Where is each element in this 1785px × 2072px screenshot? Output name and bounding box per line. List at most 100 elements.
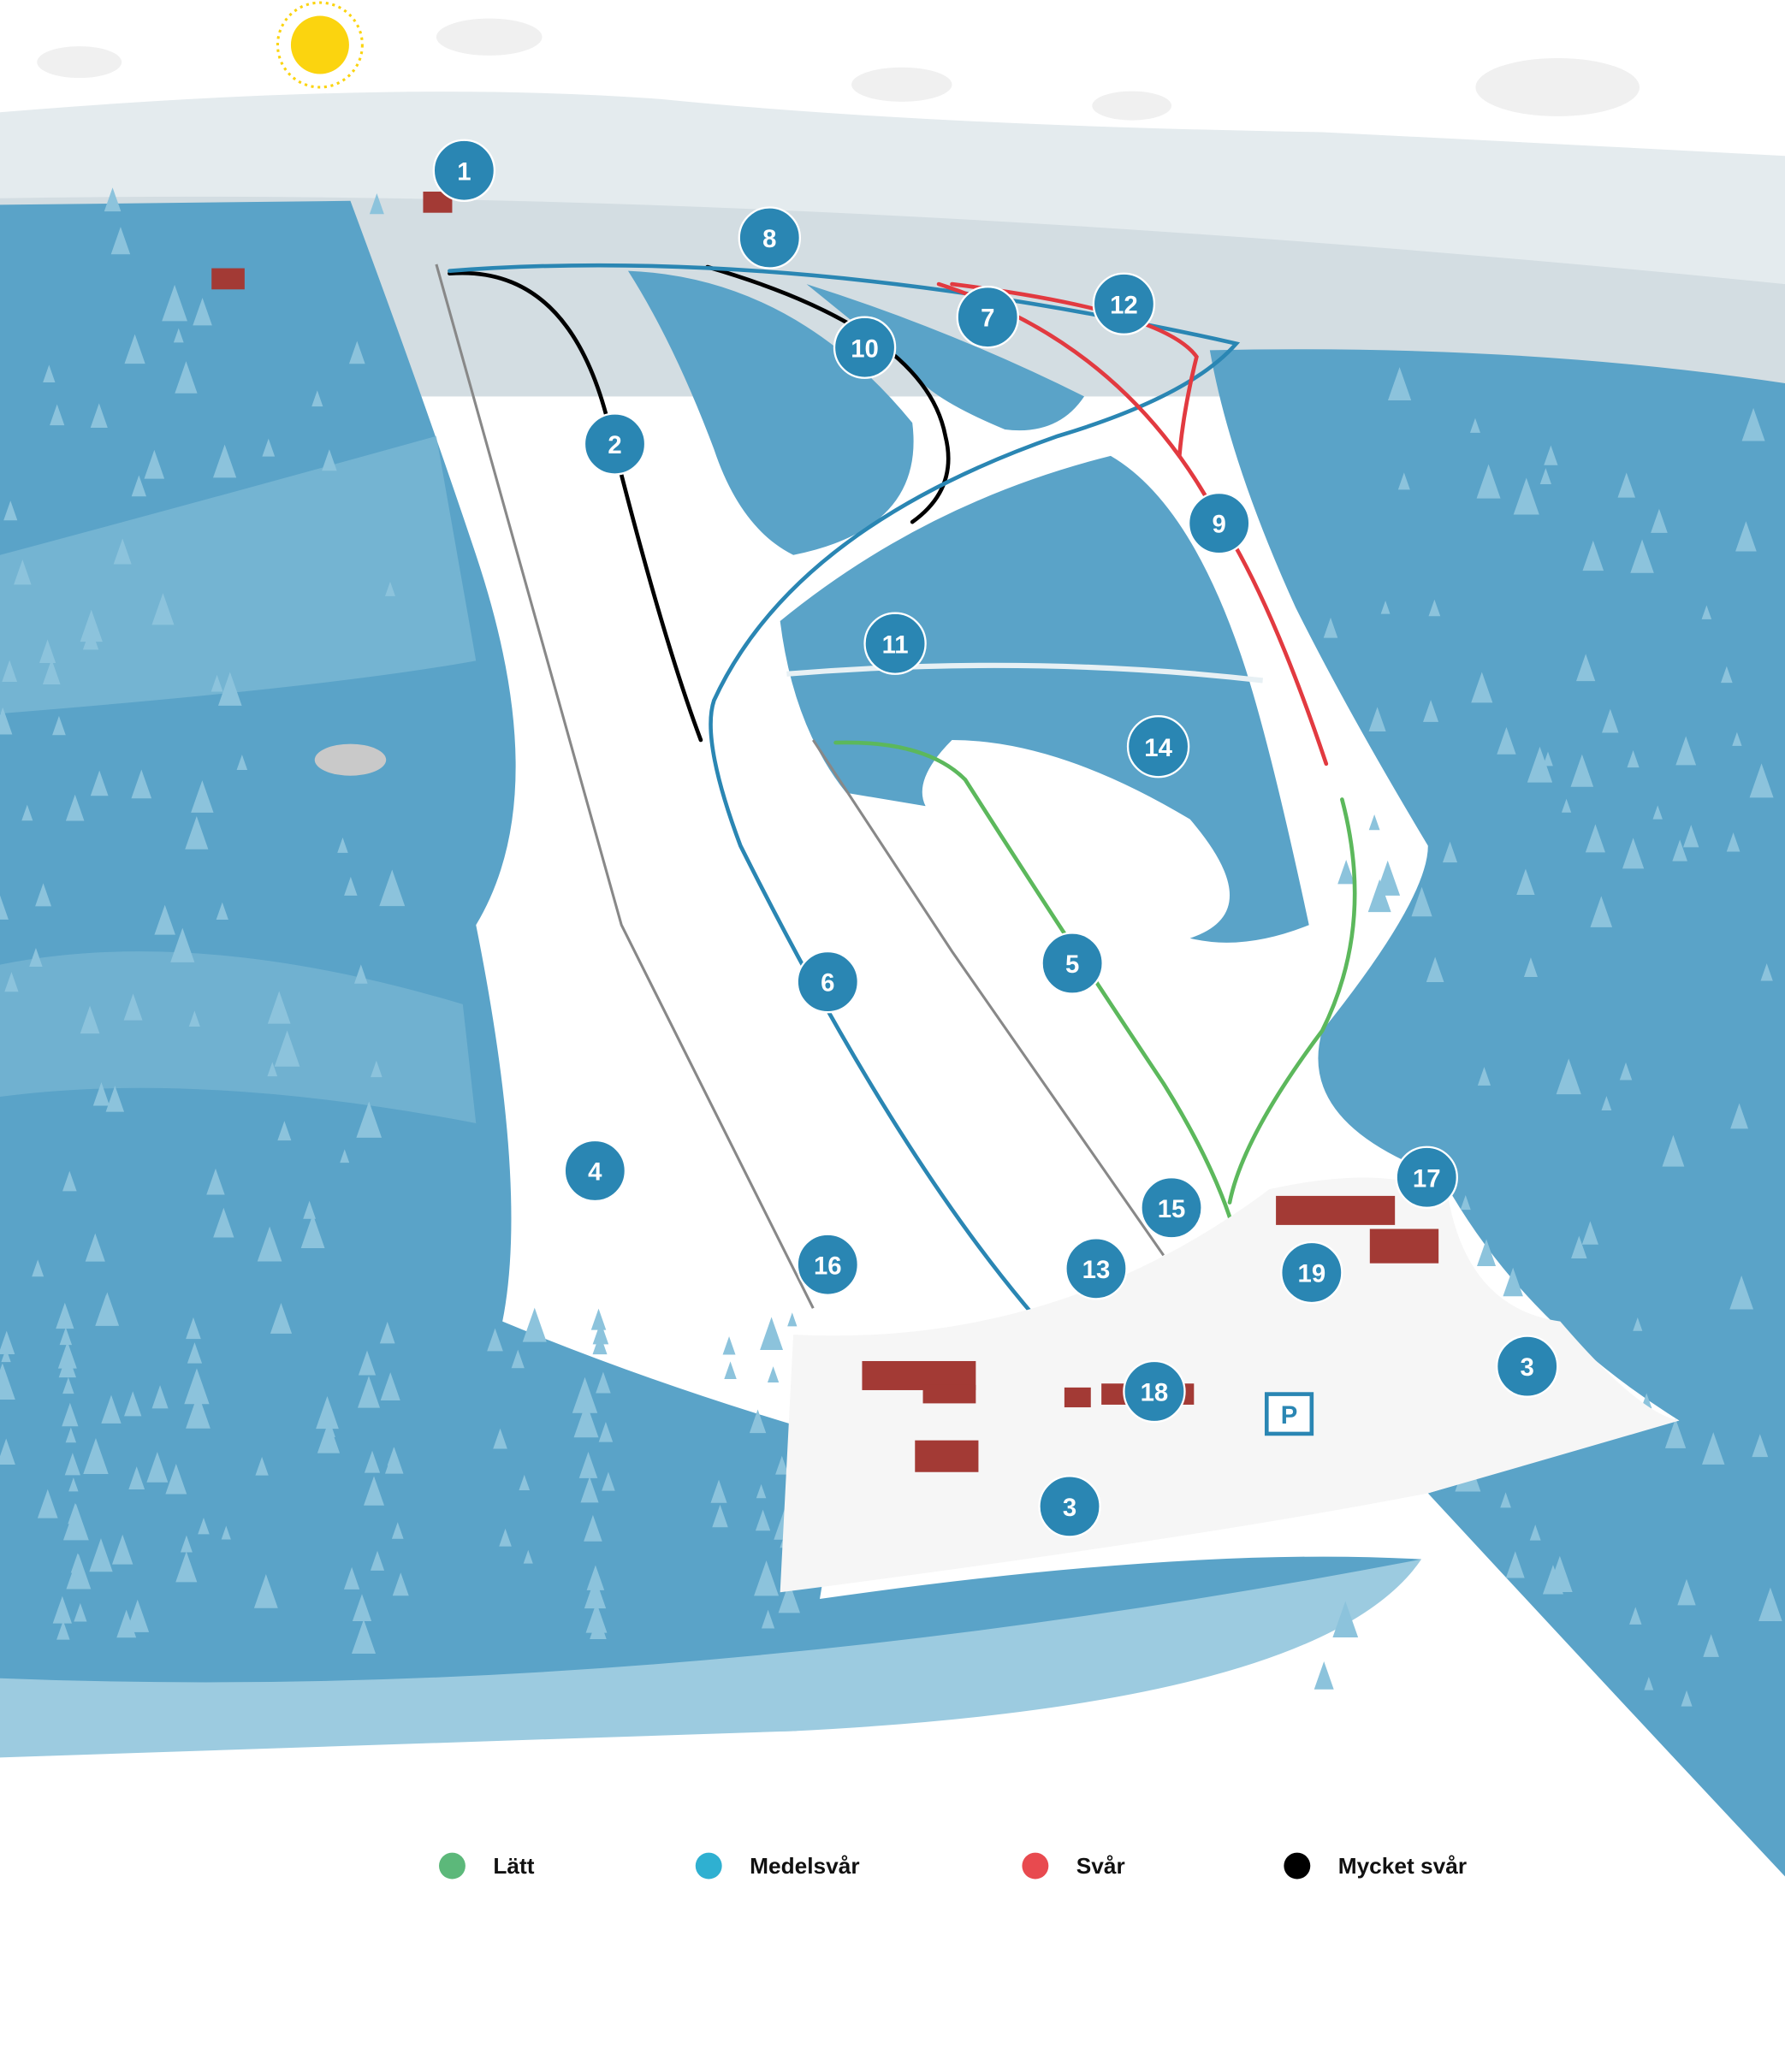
legend-label: Medelsvår: [750, 1853, 859, 1879]
forest-right: [1209, 349, 1785, 1877]
tree-icon: [50, 404, 65, 426]
tree-icon: [344, 876, 358, 896]
trail-marker-10[interactable]: 10: [833, 316, 897, 379]
trail-marker-19[interactable]: 19: [1280, 1240, 1343, 1305]
tree-icon: [1469, 417, 1480, 433]
legend-swatch: [1284, 1852, 1311, 1880]
tree-icon: [1477, 1067, 1491, 1086]
tree-icon: [1380, 601, 1391, 614]
tree-icon: [710, 1479, 727, 1503]
tree-icon: [110, 227, 131, 255]
tree-icon: [1582, 540, 1604, 571]
tree-icon: [353, 964, 368, 984]
tree-icon: [21, 804, 33, 821]
marker-circle: [1395, 1146, 1458, 1209]
tree-icon: [1677, 1578, 1696, 1606]
tree-icon: [356, 1101, 382, 1138]
marker-label: 1: [457, 157, 471, 186]
legend-swatch: [1022, 1852, 1049, 1880]
tree-icon: [300, 1214, 325, 1248]
tree-icon: [1729, 1275, 1754, 1310]
marker-circle: [833, 316, 897, 379]
tree-icon: [1460, 1194, 1471, 1211]
tree-icon: [380, 1372, 400, 1400]
trail-marker-11[interactable]: 11: [863, 612, 927, 675]
tree-icon: [1585, 824, 1605, 853]
marker-circle: [1280, 1240, 1343, 1305]
tree-icon: [572, 1376, 598, 1413]
tree-icon: [29, 947, 43, 968]
trail-marker-1[interactable]: 1: [432, 139, 496, 202]
tree-icon: [1627, 749, 1640, 768]
tree-icon: [92, 1082, 110, 1106]
tree-icon: [1544, 445, 1558, 465]
tree-icon: [1683, 825, 1699, 848]
tree-icon: [379, 1322, 395, 1344]
tree-icon: [578, 1452, 598, 1478]
tree-icon: [1543, 751, 1553, 767]
tree-icon: [206, 1168, 225, 1195]
marker-circle: [863, 612, 927, 675]
tree-icon: [1576, 654, 1596, 682]
ski-path: [786, 662, 1264, 684]
svg-text:P: P: [1281, 1401, 1298, 1430]
trail-marker-9[interactable]: 9: [1187, 491, 1251, 555]
marker-circle: [1495, 1335, 1559, 1398]
trail-marker-16[interactable]: 16: [796, 1233, 859, 1296]
trail-marker-3[interactable]: 3: [1495, 1335, 1559, 1398]
tree-icon: [1633, 1317, 1643, 1331]
tree-icon: [186, 1317, 201, 1340]
tree-icon: [364, 1450, 381, 1473]
tree-icon: [111, 1534, 133, 1565]
tree-icon: [80, 609, 103, 642]
trail-marker-6[interactable]: 6: [796, 950, 859, 1014]
trail-marker-2[interactable]: 2: [583, 412, 647, 476]
marker-circle: [1038, 1475, 1101, 1538]
trail-marker-8[interactable]: 8: [738, 206, 801, 269]
tree-icon: [144, 449, 165, 479]
legend-item: Lätt: [439, 1852, 535, 1880]
tree-icon: [0, 1364, 15, 1400]
forest-highlight: [0, 435, 477, 714]
tree-icon: [1523, 957, 1538, 977]
trail-marker-3[interactable]: 3: [1038, 1475, 1101, 1538]
tree-icon: [511, 1349, 525, 1369]
tree-icon: [1590, 896, 1613, 927]
tree-icon: [82, 627, 99, 650]
tree-icon: [162, 284, 187, 322]
tree-icon: [1375, 860, 1401, 896]
marker-label: 3: [1521, 1353, 1534, 1382]
tree-icon: [1644, 1677, 1654, 1690]
tree-icon: [56, 1302, 74, 1329]
tree-icon: [598, 1421, 614, 1442]
tree-icon: [384, 1447, 404, 1474]
tree-icon: [1477, 1239, 1497, 1266]
tree-icon: [1420, 897, 1431, 912]
tree-icon: [370, 1550, 385, 1571]
marker-circle: [956, 286, 1019, 349]
trail-marker-17[interactable]: 17: [1395, 1146, 1458, 1209]
tree-icon: [722, 1336, 736, 1355]
tree-icon: [83, 1438, 109, 1475]
tree-icon: [602, 1471, 615, 1491]
tree-icon: [185, 816, 209, 850]
tree-icon: [1337, 859, 1355, 885]
tree-icon: [1752, 1434, 1769, 1458]
trail-marker-13[interactable]: 13: [1064, 1237, 1128, 1300]
tree-icon: [1629, 1607, 1642, 1625]
tree-icon: [351, 1619, 377, 1655]
tree-icon: [131, 769, 152, 799]
tree-icon: [146, 1452, 169, 1483]
trail-marker-18[interactable]: 18: [1123, 1359, 1186, 1424]
marker-label: 12: [1110, 291, 1138, 319]
tree-icon: [760, 1317, 784, 1350]
trail-marker-14[interactable]: 14: [1126, 715, 1190, 778]
trail-marker-4[interactable]: 4: [563, 1139, 627, 1203]
trail-marker-15[interactable]: 15: [1140, 1176, 1203, 1240]
marker-label: 3: [1063, 1494, 1076, 1522]
trail-marker-7[interactable]: 7: [956, 286, 1019, 349]
trail-marker-12[interactable]: 12: [1092, 272, 1156, 335]
trail-marker-5[interactable]: 5: [1041, 932, 1104, 995]
